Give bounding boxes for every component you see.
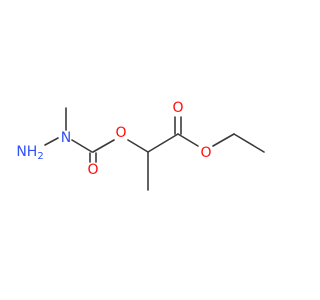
- bond-ch-carbonyl: [147, 133, 179, 153]
- bond-nh2-n: [44, 137, 59, 146]
- bond-oester-ch2: [212, 133, 235, 147]
- bond-carbonyl-o-ester: [177, 133, 199, 147]
- bonds: [44, 107, 265, 191]
- bond-oester-ch: [127, 139, 149, 153]
- atom-nh2: NH2: [16, 144, 43, 162]
- atom-n-methyl: N: [61, 130, 71, 146]
- atom-o-ester1: O: [115, 125, 126, 141]
- bond-n-carbamoyl: [71, 139, 93, 153]
- molecule-structure: NH2 N O O O O: [16, 100, 265, 191]
- bond-carbamoyl-o-ester: [92, 139, 115, 153]
- atom-o-carbonyl1: O: [87, 162, 98, 178]
- atom-labels: NH2 N O O O O: [16, 100, 211, 178]
- atom-o-carbonyl2: O: [172, 100, 183, 116]
- atom-o-ester2: O: [200, 145, 211, 161]
- bond-ch2-ch3: [233, 133, 265, 153]
